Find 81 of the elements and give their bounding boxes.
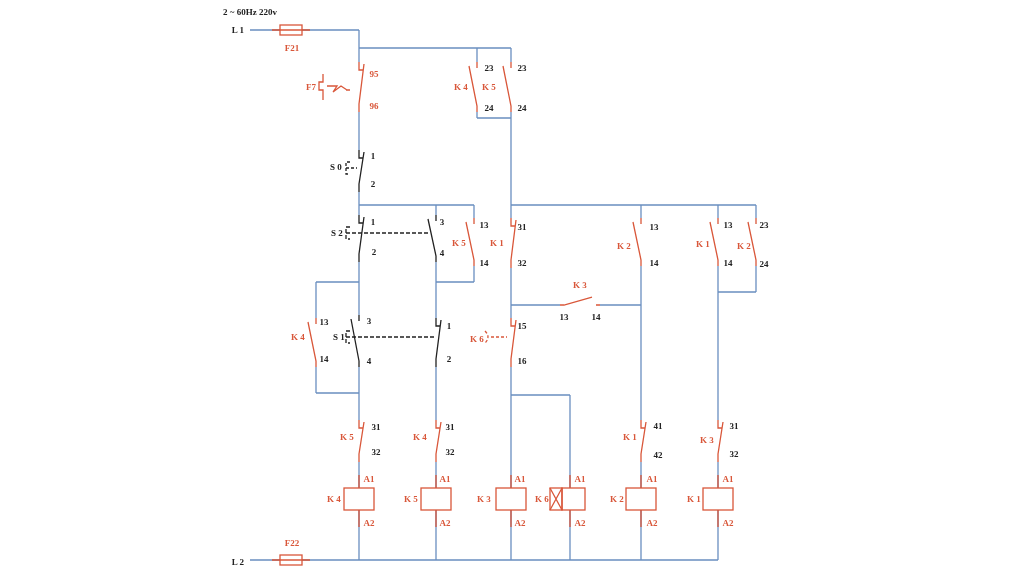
terminal-number: S 2 bbox=[331, 228, 343, 238]
component-label: K 2 bbox=[617, 241, 631, 251]
terminal-number: 14 bbox=[319, 354, 329, 364]
terminal-number: 4 bbox=[366, 356, 372, 366]
component-label: F7 bbox=[306, 82, 316, 92]
terminal-number: 13 bbox=[649, 222, 659, 232]
component-label: K 3 bbox=[477, 494, 491, 504]
supply-label: L 1 bbox=[231, 25, 245, 35]
component-label: A1 bbox=[439, 474, 451, 484]
terminal-number: 31 bbox=[371, 422, 381, 432]
terminal-number: 3 bbox=[439, 217, 445, 227]
component-label: A1 bbox=[646, 474, 658, 484]
terminal-number: 24 bbox=[759, 259, 769, 269]
terminal-number: 4 bbox=[439, 248, 445, 258]
terminal-number: 1 bbox=[370, 151, 376, 161]
terminal-number: 23 bbox=[759, 220, 769, 230]
terminal-number: 13 bbox=[723, 220, 733, 230]
terminal-number: 32 bbox=[445, 447, 455, 457]
component-label: A2 bbox=[439, 518, 451, 528]
terminal-number: 16 bbox=[517, 356, 527, 366]
component-label: K 3 bbox=[700, 435, 714, 445]
terminal-number: 3 bbox=[366, 316, 372, 326]
component-label: K 4 bbox=[291, 332, 305, 342]
terminal-number: 13 bbox=[319, 317, 329, 327]
component-label: K 6 bbox=[535, 494, 549, 504]
terminal-number: 2 bbox=[370, 179, 376, 189]
component-label: K 4 bbox=[327, 494, 341, 504]
terminal-number: 14 bbox=[649, 258, 659, 268]
terminal-number: 14 bbox=[479, 258, 489, 268]
component-label: K 3 bbox=[573, 280, 587, 290]
terminal-number: 41 bbox=[653, 421, 663, 431]
terminal-number: 32 bbox=[517, 258, 527, 268]
terminal-number: 42 bbox=[653, 450, 663, 460]
terminal-number: 23 bbox=[484, 63, 494, 73]
terminal-number: S 0 bbox=[330, 162, 342, 172]
component-label: A2 bbox=[574, 518, 586, 528]
terminal-number: 31 bbox=[729, 421, 739, 431]
terminal-number: 32 bbox=[371, 447, 381, 457]
component-label: A2 bbox=[514, 518, 526, 528]
component-label: A2 bbox=[646, 518, 658, 528]
component-label: F21 bbox=[284, 43, 300, 53]
component-label: A1 bbox=[514, 474, 526, 484]
terminal-number: 23 bbox=[517, 63, 527, 73]
terminal-number: 15 bbox=[517, 321, 527, 331]
component-label: K 1 bbox=[687, 494, 701, 504]
component-label: K 1 bbox=[696, 239, 710, 249]
terminal-number: 1 bbox=[370, 217, 376, 227]
component-label: K 5 bbox=[340, 432, 354, 442]
terminal-number: 32 bbox=[729, 449, 739, 459]
terminal-number: 31 bbox=[445, 422, 455, 432]
terminal-number: 13 bbox=[479, 220, 489, 230]
supply-label: 2 ~ 60Hz 220v bbox=[223, 7, 277, 17]
component-label: K 1 bbox=[623, 432, 637, 442]
component-label: A1 bbox=[363, 474, 375, 484]
terminal-number: 14 bbox=[723, 258, 733, 268]
component-label: K 4 bbox=[454, 82, 468, 92]
terminal-number: 1 bbox=[446, 321, 452, 331]
terminal-number: 24 bbox=[517, 103, 527, 113]
component-label: K 5 bbox=[404, 494, 418, 504]
terminal-number: 31 bbox=[517, 222, 527, 232]
component-label: A2 bbox=[722, 518, 734, 528]
terminal-number: 14 bbox=[591, 312, 601, 322]
component-label: K 2 bbox=[737, 241, 751, 251]
terminal-number: 96 bbox=[369, 101, 379, 111]
component-label: A1 bbox=[722, 474, 734, 484]
component-label: F22 bbox=[284, 538, 300, 548]
terminal-number: S 1 bbox=[333, 332, 345, 342]
component-label: K 5 bbox=[452, 238, 466, 248]
component-label: K 2 bbox=[610, 494, 624, 504]
terminal-number: 95 bbox=[369, 69, 379, 79]
component-label: K 6 bbox=[470, 334, 484, 344]
terminal-number: 2 bbox=[446, 354, 452, 364]
component-label: A1 bbox=[574, 474, 586, 484]
component-label: K 5 bbox=[482, 82, 496, 92]
terminal-number: 24 bbox=[484, 103, 494, 113]
supply-label: L 2 bbox=[231, 557, 245, 567]
component-label: K 1 bbox=[490, 238, 504, 248]
component-label: A2 bbox=[363, 518, 375, 528]
terminal-number: 13 bbox=[559, 312, 569, 322]
component-label: K 4 bbox=[413, 432, 427, 442]
terminal-number: 2 bbox=[371, 247, 377, 257]
